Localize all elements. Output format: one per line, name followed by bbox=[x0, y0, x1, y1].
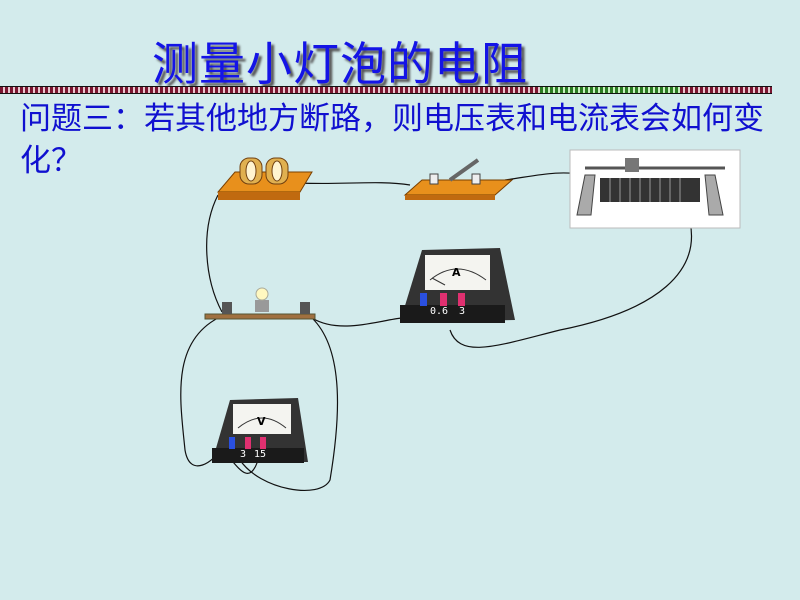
ammeter-symbol: A bbox=[452, 266, 461, 279]
battery-holder bbox=[216, 157, 313, 200]
voltmeter-terminal-15: 15 bbox=[254, 449, 267, 460]
voltmeter-symbol: V bbox=[257, 415, 266, 428]
title-divider bbox=[0, 86, 772, 94]
ammeter-terminal-0-6: 0.6 bbox=[430, 306, 449, 317]
ammeter bbox=[400, 248, 515, 323]
switch bbox=[403, 158, 514, 200]
lamp-holder bbox=[204, 287, 316, 320]
slide-title: 测量小灯泡的电阻 bbox=[152, 37, 528, 91]
ammeter-terminal-3: 3 bbox=[459, 306, 466, 317]
voltmeter-terminal-3: 3 bbox=[240, 449, 247, 460]
rheostat bbox=[569, 149, 741, 229]
voltmeter bbox=[212, 398, 308, 463]
question-text: 问题三：若其他地方断路，则电压表和电流表会如何变化？ bbox=[20, 101, 764, 179]
